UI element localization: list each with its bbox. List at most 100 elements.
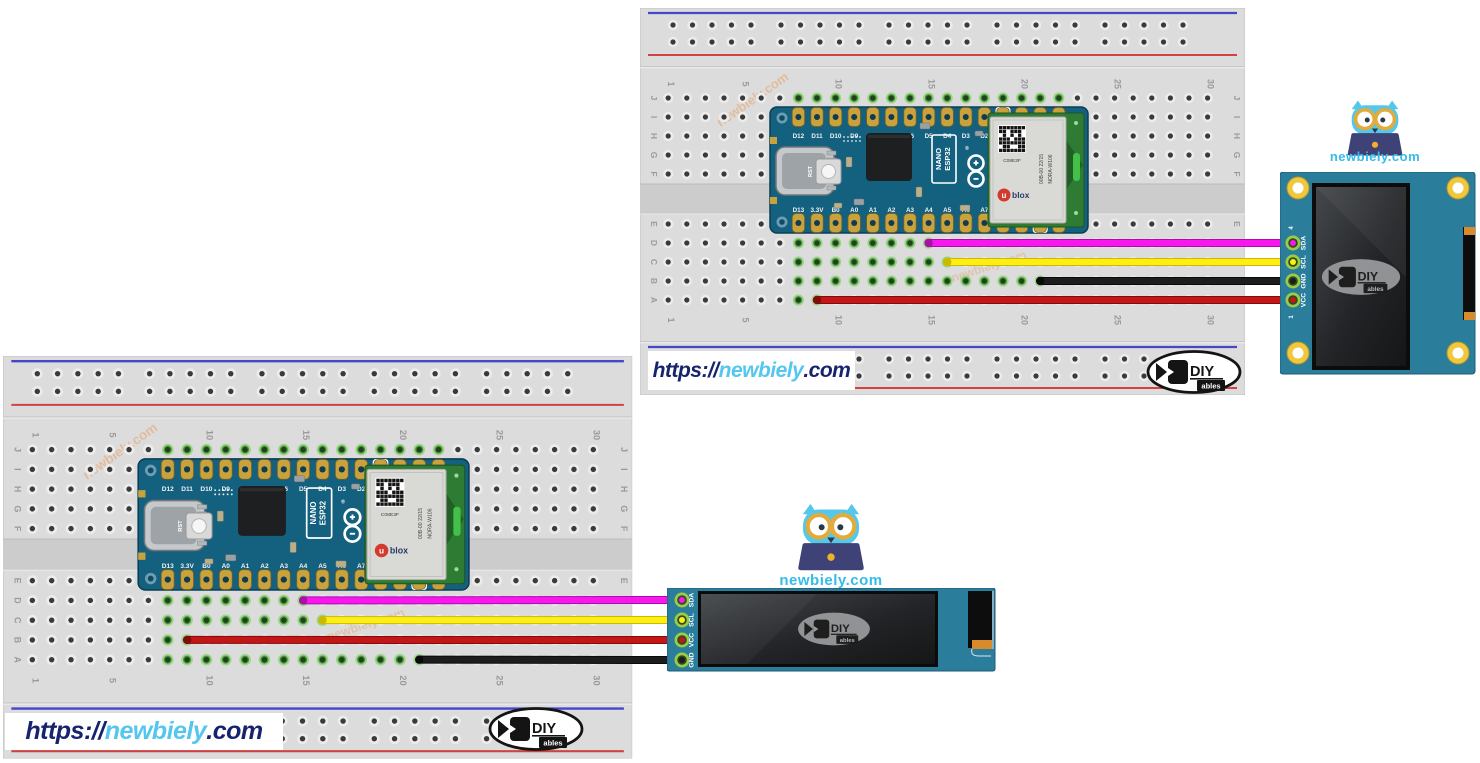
svg-text:E: E bbox=[12, 578, 22, 584]
svg-text:E: E bbox=[649, 221, 659, 227]
svg-text:5: 5 bbox=[741, 317, 751, 322]
svg-text:10: 10 bbox=[204, 675, 214, 685]
svg-text:D2: D2 bbox=[357, 486, 366, 493]
diyables-logo: DIY ables bbox=[1321, 259, 1401, 295]
svg-text:A1: A1 bbox=[241, 563, 250, 570]
svg-text:ESP32: ESP32 bbox=[943, 147, 952, 170]
svg-text:G: G bbox=[649, 152, 659, 159]
svg-text:VCC: VCC bbox=[1301, 293, 1308, 307]
svg-text:G: G bbox=[619, 505, 629, 512]
svg-text:H: H bbox=[649, 133, 659, 139]
svg-text:25: 25 bbox=[495, 675, 505, 685]
svg-text:D3: D3 bbox=[338, 486, 347, 493]
svg-text:A2: A2 bbox=[887, 207, 896, 214]
svg-text:C: C bbox=[649, 259, 659, 265]
svg-text:15: 15 bbox=[927, 79, 937, 89]
svg-text:1: 1 bbox=[30, 432, 40, 437]
svg-text:1: 1 bbox=[30, 678, 40, 683]
url-suffix: .com bbox=[206, 717, 263, 745]
svg-text:A5: A5 bbox=[943, 207, 952, 214]
svg-text:RST: RST bbox=[808, 165, 814, 177]
svg-text:D12: D12 bbox=[162, 486, 174, 493]
svg-text:DIY: DIY bbox=[1358, 269, 1379, 283]
svg-text:3.3V: 3.3V bbox=[811, 207, 825, 214]
svg-text:GND: GND bbox=[689, 652, 696, 667]
url-badge-top: https://newbiely.com bbox=[648, 351, 855, 390]
svg-text:H: H bbox=[619, 486, 629, 492]
svg-text:ables: ables bbox=[1367, 286, 1384, 293]
svg-text:u: u bbox=[379, 545, 384, 555]
wire-gnd-board1 bbox=[415, 655, 686, 664]
svg-text:u: u bbox=[1002, 191, 1007, 200]
svg-text:C08E3F: C08E3F bbox=[1003, 158, 1021, 164]
svg-text:J: J bbox=[12, 447, 22, 452]
svg-text:A4: A4 bbox=[299, 563, 308, 570]
svg-text:D13: D13 bbox=[162, 563, 174, 570]
newbiely-caption-top: newbiely.com bbox=[1329, 149, 1421, 164]
svg-text:®: ® bbox=[965, 145, 969, 152]
svg-text:A7: A7 bbox=[357, 563, 366, 570]
svg-text:D13: D13 bbox=[793, 207, 805, 214]
svg-text:DIY: DIY bbox=[1190, 364, 1215, 380]
svg-text:A0: A0 bbox=[222, 563, 231, 570]
svg-text:D5: D5 bbox=[925, 133, 934, 140]
svg-text:ables: ables bbox=[543, 739, 562, 748]
svg-text:C: C bbox=[12, 617, 22, 624]
svg-text:A3: A3 bbox=[906, 207, 915, 214]
svg-text:NORA-W106: NORA-W106 bbox=[1048, 154, 1054, 183]
svg-text:I: I bbox=[1232, 116, 1242, 118]
svg-text:F: F bbox=[12, 526, 22, 532]
svg-text:D2: D2 bbox=[980, 133, 989, 140]
url-badge-bottom: https://newbiely.com bbox=[5, 713, 283, 750]
svg-text:D3: D3 bbox=[962, 133, 971, 140]
svg-text:blox: blox bbox=[390, 546, 408, 556]
svg-text:20: 20 bbox=[1020, 315, 1030, 325]
svg-text:J: J bbox=[619, 447, 629, 452]
svg-text:1: 1 bbox=[666, 81, 676, 86]
arduino-nano-esp32: D12D13D113.3VD10B0D9A0D8A1D7A2D6A3D5A4D4… bbox=[137, 458, 470, 591]
svg-text:G: G bbox=[12, 505, 22, 512]
svg-text:B0: B0 bbox=[832, 207, 841, 214]
svg-text:5: 5 bbox=[108, 432, 118, 437]
svg-text:H: H bbox=[1232, 133, 1242, 139]
url-site: newbiely bbox=[718, 358, 804, 382]
svg-text:ables: ables bbox=[840, 638, 856, 644]
svg-text:E: E bbox=[619, 578, 629, 584]
svg-text:D11: D11 bbox=[811, 133, 823, 140]
svg-text:E: E bbox=[1232, 221, 1242, 227]
svg-text:10: 10 bbox=[204, 430, 214, 440]
svg-text:J: J bbox=[649, 96, 659, 101]
svg-text:B0: B0 bbox=[202, 563, 211, 570]
svg-text:10: 10 bbox=[834, 79, 844, 89]
svg-text:NANO: NANO bbox=[934, 148, 943, 170]
svg-text:ESP32: ESP32 bbox=[318, 500, 327, 525]
svg-text:D11: D11 bbox=[181, 486, 193, 493]
svg-text:D12: D12 bbox=[793, 133, 805, 140]
owl-mascot-svg bbox=[1347, 100, 1403, 156]
svg-text:B: B bbox=[649, 278, 659, 284]
url-suffix: .com bbox=[803, 358, 851, 382]
svg-text:A2: A2 bbox=[260, 563, 269, 570]
svg-text:D10: D10 bbox=[200, 486, 212, 493]
wire-vcc-board1 bbox=[182, 635, 686, 645]
svg-text:D9: D9 bbox=[222, 486, 231, 493]
svg-text:F: F bbox=[619, 526, 629, 532]
svg-text:SDA: SDA bbox=[1301, 236, 1308, 250]
svg-text:VCC: VCC bbox=[689, 633, 696, 647]
svg-text:A5: A5 bbox=[318, 563, 327, 570]
svg-text:20: 20 bbox=[398, 675, 408, 685]
owl-mascot-svg bbox=[798, 503, 864, 571]
svg-text:D5: D5 bbox=[299, 486, 308, 493]
svg-text:5: 5 bbox=[108, 678, 118, 683]
svg-text:20: 20 bbox=[398, 430, 408, 440]
svg-text:I: I bbox=[12, 468, 22, 470]
svg-text:J: J bbox=[1232, 96, 1242, 101]
svg-text:00B-00 22/15: 00B-00 22/15 bbox=[1039, 154, 1045, 184]
